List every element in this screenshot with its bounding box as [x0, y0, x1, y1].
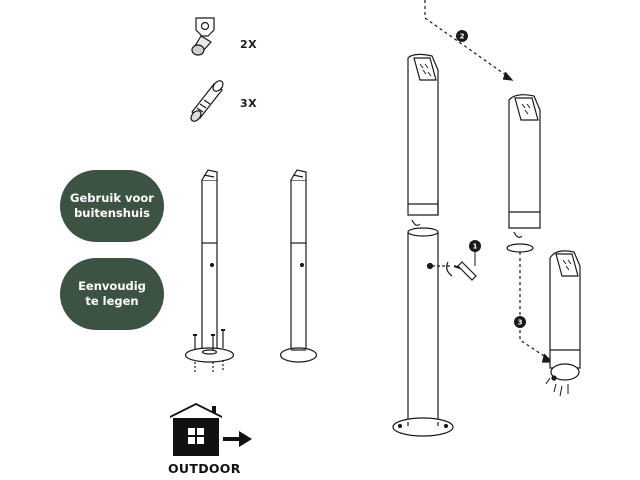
bolt-quantity-label: 3X — [240, 97, 258, 110]
key-quantity-label: 2X — [240, 38, 258, 51]
removed-housing-illustration — [506, 94, 541, 253]
anchor-bolt-icon — [190, 80, 224, 122]
feature-badge-line: Eenvoudig — [78, 279, 146, 293]
feature-badge-easy-empty: Eenvoudig te legen — [60, 258, 164, 330]
large-post-upper-illustration — [407, 53, 439, 226]
large-post-lower-illustration — [392, 227, 454, 437]
step-2-label: 2 — [460, 33, 465, 41]
step-3-label: 3 — [518, 319, 523, 327]
step-marker-2: 2 — [456, 30, 468, 42]
key-icon — [191, 17, 215, 56]
step-marker-3: 3 — [514, 316, 526, 328]
outdoor-label: OUTDOOR — [168, 461, 241, 476]
step-2-arrow — [424, 0, 514, 81]
feature-badge-line: Gebruik voor — [70, 191, 154, 205]
step-marker-1: 1 — [469, 240, 481, 266]
feature-badge-line: te legen — [85, 294, 139, 308]
feature-badge-line: buitenshuis — [74, 206, 150, 220]
key-insert-illustration — [432, 261, 477, 281]
post-with-anchors-illustration — [184, 169, 235, 372]
feature-badge-outdoor-use: Gebruik voor buitenshuis — [60, 170, 164, 242]
step-3-arrow — [519, 252, 554, 363]
step-1-label: 1 — [473, 243, 478, 251]
emptying-post-illustration — [545, 250, 581, 397]
post-assembled-illustration — [279, 169, 318, 363]
outdoor-house-icon — [170, 403, 252, 456]
